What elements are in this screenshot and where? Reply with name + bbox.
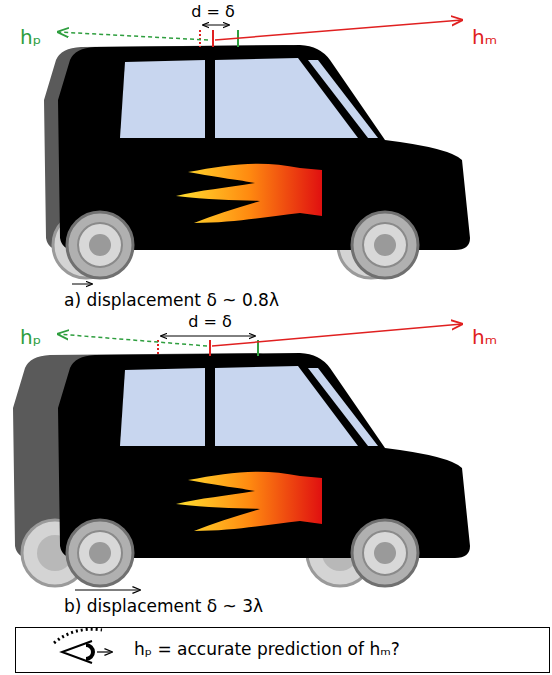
subfigure-caption: b) displacement δ ~ 3λ (64, 597, 263, 616)
question-text: hₚ = accurate prediction of hₘ? (134, 639, 549, 659)
measured-channel-label: hₘ (472, 26, 497, 48)
question-box: hₚ = accurate prediction of hₘ? (15, 627, 550, 673)
predicted-channel-label: hₚ (20, 326, 41, 348)
measured-channel-label: hₘ (472, 326, 497, 348)
distance-label: d = δ (188, 313, 232, 331)
predicted-channel-label: hₚ (20, 26, 41, 48)
subfigure-caption: a) displacement δ ~ 0.8λ (64, 291, 279, 310)
distance-label: d = δ (191, 3, 235, 21)
